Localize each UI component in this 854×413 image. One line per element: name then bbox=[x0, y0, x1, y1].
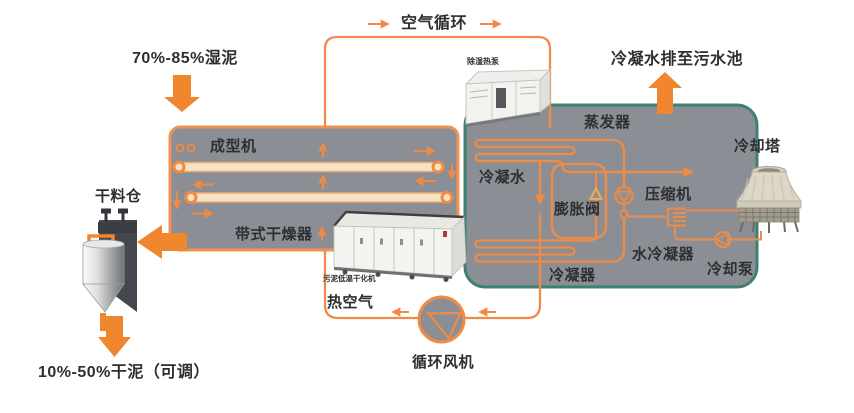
expansion-valve-icon bbox=[550, 162, 608, 240]
cooling-water-lines bbox=[674, 209, 762, 241]
condensate-up-arrow bbox=[648, 72, 682, 114]
belt-dryer-label: 带式干燥器 bbox=[235, 226, 313, 243]
circulation-fan-icon bbox=[417, 295, 466, 344]
dry-bin-image bbox=[82, 208, 137, 331]
dry-sludge-label: 10%-50%干泥（可调） bbox=[38, 364, 210, 381]
air-circulation-label: 空气循环 bbox=[401, 15, 468, 32]
condensate-to-sewage-label: 冷凝水排至污水池 bbox=[611, 51, 744, 68]
condenser-coil bbox=[474, 217, 626, 263]
roller-icon bbox=[175, 143, 185, 153]
dry-sludge-down-arrow bbox=[98, 316, 131, 357]
belt-upper bbox=[172, 161, 444, 173]
heatpump-enclosure bbox=[463, 103, 759, 289]
wet-sludge-arrow bbox=[164, 75, 200, 112]
water-condenser-label: 水冷凝器 bbox=[632, 246, 695, 263]
heat-pump-label: 除湿热泵 bbox=[467, 57, 499, 66]
belt-conveyor bbox=[172, 143, 454, 204]
belt-lower bbox=[184, 192, 453, 203]
expansion-valve-label: 膨胀阀 bbox=[554, 201, 601, 218]
heat-pump-image bbox=[464, 68, 552, 127]
compressor-label: 压缩机 bbox=[645, 186, 692, 203]
dryer-flow-arrows bbox=[172, 142, 457, 241]
cooling-pump-label: 冷却泵 bbox=[707, 261, 754, 278]
dryer-machine-label: 污泥低温干化机 bbox=[323, 274, 376, 283]
roller-icon bbox=[186, 143, 196, 153]
circulation-fan-label: 循环风机 bbox=[412, 354, 475, 371]
condensate-water-label: 冷凝水 bbox=[479, 169, 526, 186]
air-duct-top bbox=[323, 19, 552, 128]
dry-bin-label: 干料仓 bbox=[95, 188, 142, 205]
evaporator-label: 蒸发器 bbox=[584, 114, 631, 131]
wet-sludge-label: 70%-85%湿泥 bbox=[132, 50, 238, 67]
evaporator-coil bbox=[474, 138, 695, 186]
water-condenser-icon bbox=[626, 207, 686, 227]
dryer-machine-image bbox=[333, 210, 467, 282]
forming-machine-label: 成型机 bbox=[210, 138, 257, 155]
condenser-label: 冷凝器 bbox=[549, 267, 596, 284]
cooling-tower-label: 冷却塔 bbox=[734, 138, 781, 155]
cooling-tower-image bbox=[735, 166, 803, 233]
hot-air-label: 热空气 bbox=[327, 294, 374, 311]
compressor-icon bbox=[614, 185, 634, 219]
discharge-left-arrow bbox=[137, 225, 187, 259]
cooling-pump-icon bbox=[714, 230, 732, 249]
